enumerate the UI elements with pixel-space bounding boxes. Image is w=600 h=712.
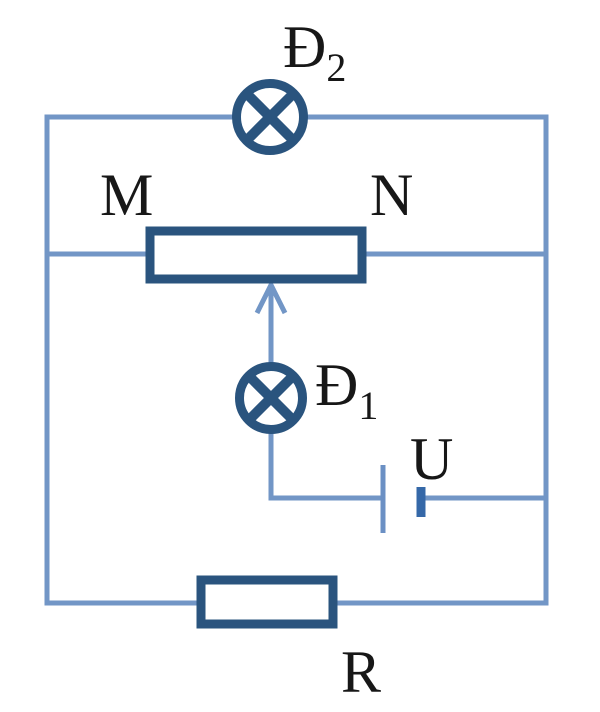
- label-terminal-m: M: [100, 162, 154, 228]
- label-lamp-d2-sub: 2: [326, 45, 347, 90]
- label-lamp-d1-sub: 1: [358, 383, 379, 428]
- label-resistor-r: R: [341, 639, 382, 705]
- label-terminal-n: N: [370, 162, 414, 228]
- lamp-d1-cross-stroke-2: [247, 374, 295, 422]
- lamp-d2-icon: [232, 79, 308, 155]
- label-lamp-d2-main: Đ: [283, 14, 327, 80]
- wiper-arrow-icon: [254, 279, 288, 315]
- lamp-d2-cross-stroke-2: [245, 92, 295, 142]
- label-lamp-d1-main: Đ: [315, 352, 359, 418]
- label-source-u: U: [410, 426, 454, 492]
- lamp-d1-icon: [235, 362, 307, 434]
- potentiometer-body: [145, 226, 367, 284]
- label-lamp-d2: Đ2: [283, 17, 346, 88]
- battery-short-plate: [416, 487, 426, 517]
- label-lamp-d1: Đ1: [315, 355, 378, 426]
- resistor-body: [196, 575, 338, 629]
